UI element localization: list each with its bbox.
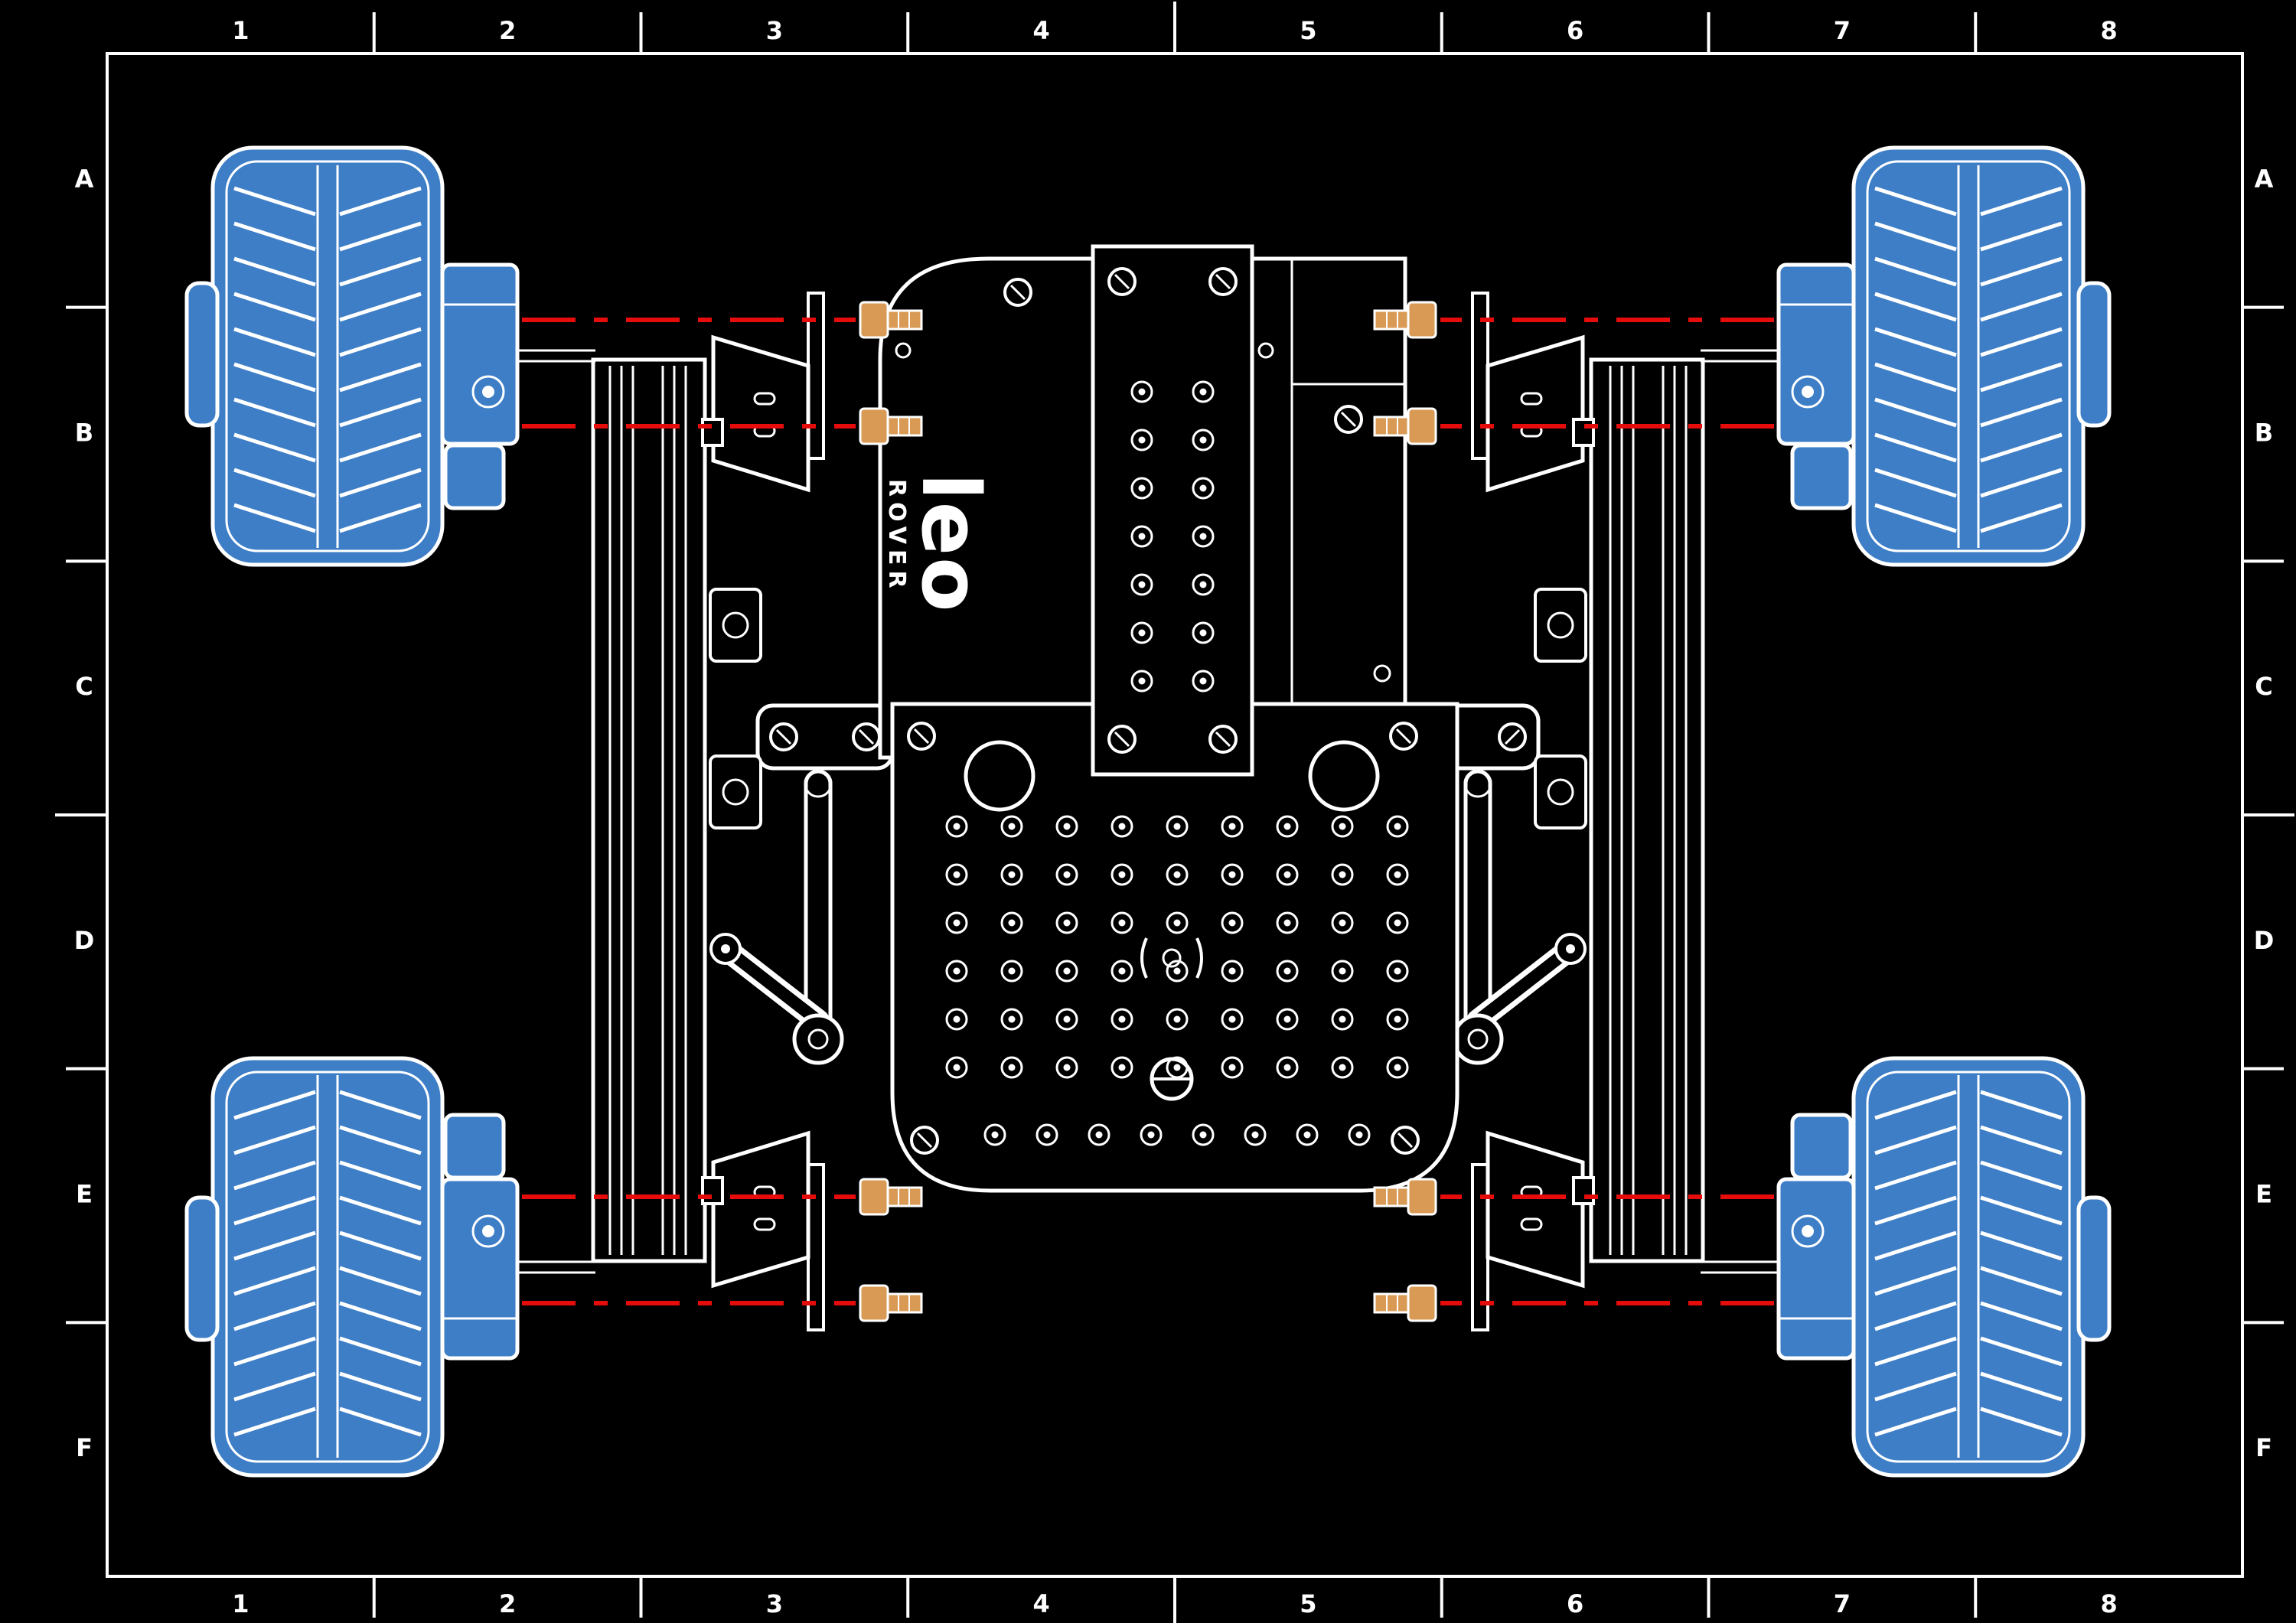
grid-col-label-bottom: 3 bbox=[766, 1589, 783, 1618]
large-port-hole bbox=[964, 740, 1035, 812]
grid-row-label-right: B bbox=[2255, 419, 2273, 448]
grid-col-label-bottom: 5 bbox=[1300, 1589, 1316, 1618]
grid-row-label-right: F bbox=[2255, 1433, 2272, 1462]
wheel-assembly-front-right bbox=[1375, 148, 2109, 565]
crosshead-screw-icon bbox=[1107, 267, 1137, 296]
wheel-assembly-rear-right bbox=[1375, 1058, 2109, 1475]
grid-col-label-top: 5 bbox=[1300, 16, 1316, 45]
crosshead-screw-icon bbox=[1389, 722, 1418, 751]
grid-row-label-right: E bbox=[2255, 1180, 2272, 1209]
grid-col-label-bottom: 2 bbox=[499, 1589, 516, 1618]
wheel-assembly-rear-left bbox=[187, 1058, 921, 1475]
crosshead-screw-icon bbox=[1334, 405, 1363, 434]
body-hole bbox=[1373, 664, 1391, 683]
crosshead-screw-icon bbox=[1107, 725, 1137, 754]
chassis-body: leo ROVER bbox=[878, 244, 1459, 1193]
grid-col-label-bottom: 1 bbox=[232, 1589, 249, 1618]
crosshead-screw-icon bbox=[1208, 267, 1238, 296]
grid-row-label-left: F bbox=[76, 1433, 93, 1462]
grid-row-label-left: A bbox=[75, 165, 94, 194]
crosshead-screw-icon bbox=[1208, 725, 1238, 754]
grid-col-label-top: 7 bbox=[1834, 16, 1851, 45]
wheel-assembly-front-left bbox=[187, 148, 921, 565]
grid-row-label-right: D bbox=[2254, 926, 2275, 955]
grid-row-label-left: B bbox=[75, 419, 93, 448]
grid-col-label-top: 1 bbox=[232, 16, 249, 45]
crosshead-screw-icon bbox=[910, 1126, 939, 1155]
grid-col-label-top: 3 bbox=[766, 16, 783, 45]
grid-col-label-bottom: 4 bbox=[1032, 1589, 1049, 1618]
crosshead-screw-icon bbox=[1003, 278, 1032, 307]
grid-col-label-top: 2 bbox=[499, 16, 516, 45]
center-mark-paren bbox=[1195, 937, 1203, 979]
leo-rover-logo: leo ROVER bbox=[883, 473, 997, 614]
crosshead-screw-icon bbox=[907, 722, 936, 751]
logo-text: leo bbox=[904, 473, 997, 614]
grid-col-label-top: 8 bbox=[2100, 16, 2117, 45]
center-mark bbox=[1140, 937, 1203, 979]
logo-subtext: ROVER bbox=[883, 479, 910, 594]
crosshead-screw-icon bbox=[1391, 1126, 1420, 1155]
center-mark-hole bbox=[1162, 948, 1182, 968]
grid-col-label-bottom: 6 bbox=[1567, 1589, 1583, 1618]
grid-row-label-left: D bbox=[74, 926, 95, 955]
grid-col-label-top: 6 bbox=[1567, 16, 1583, 45]
grid-row-label-right: C bbox=[2255, 672, 2272, 701]
center-mounting-plate bbox=[1091, 244, 1254, 777]
grid-row-label-right: A bbox=[2255, 165, 2274, 194]
grid-row-label-left: C bbox=[75, 672, 93, 701]
body-hole bbox=[895, 342, 912, 359]
grid-col-label-bottom: 7 bbox=[1834, 1589, 1851, 1618]
frame-side-left bbox=[593, 360, 892, 1261]
grid-col-label-top: 4 bbox=[1032, 16, 1049, 45]
grid-row-label-left: E bbox=[76, 1180, 93, 1209]
body-hole bbox=[1257, 342, 1274, 359]
large-port-hole bbox=[1308, 740, 1380, 812]
bottom-body-plate bbox=[890, 702, 1459, 1193]
center-mark-paren bbox=[1140, 937, 1148, 979]
grid-col-label-bottom: 8 bbox=[2100, 1589, 2117, 1618]
